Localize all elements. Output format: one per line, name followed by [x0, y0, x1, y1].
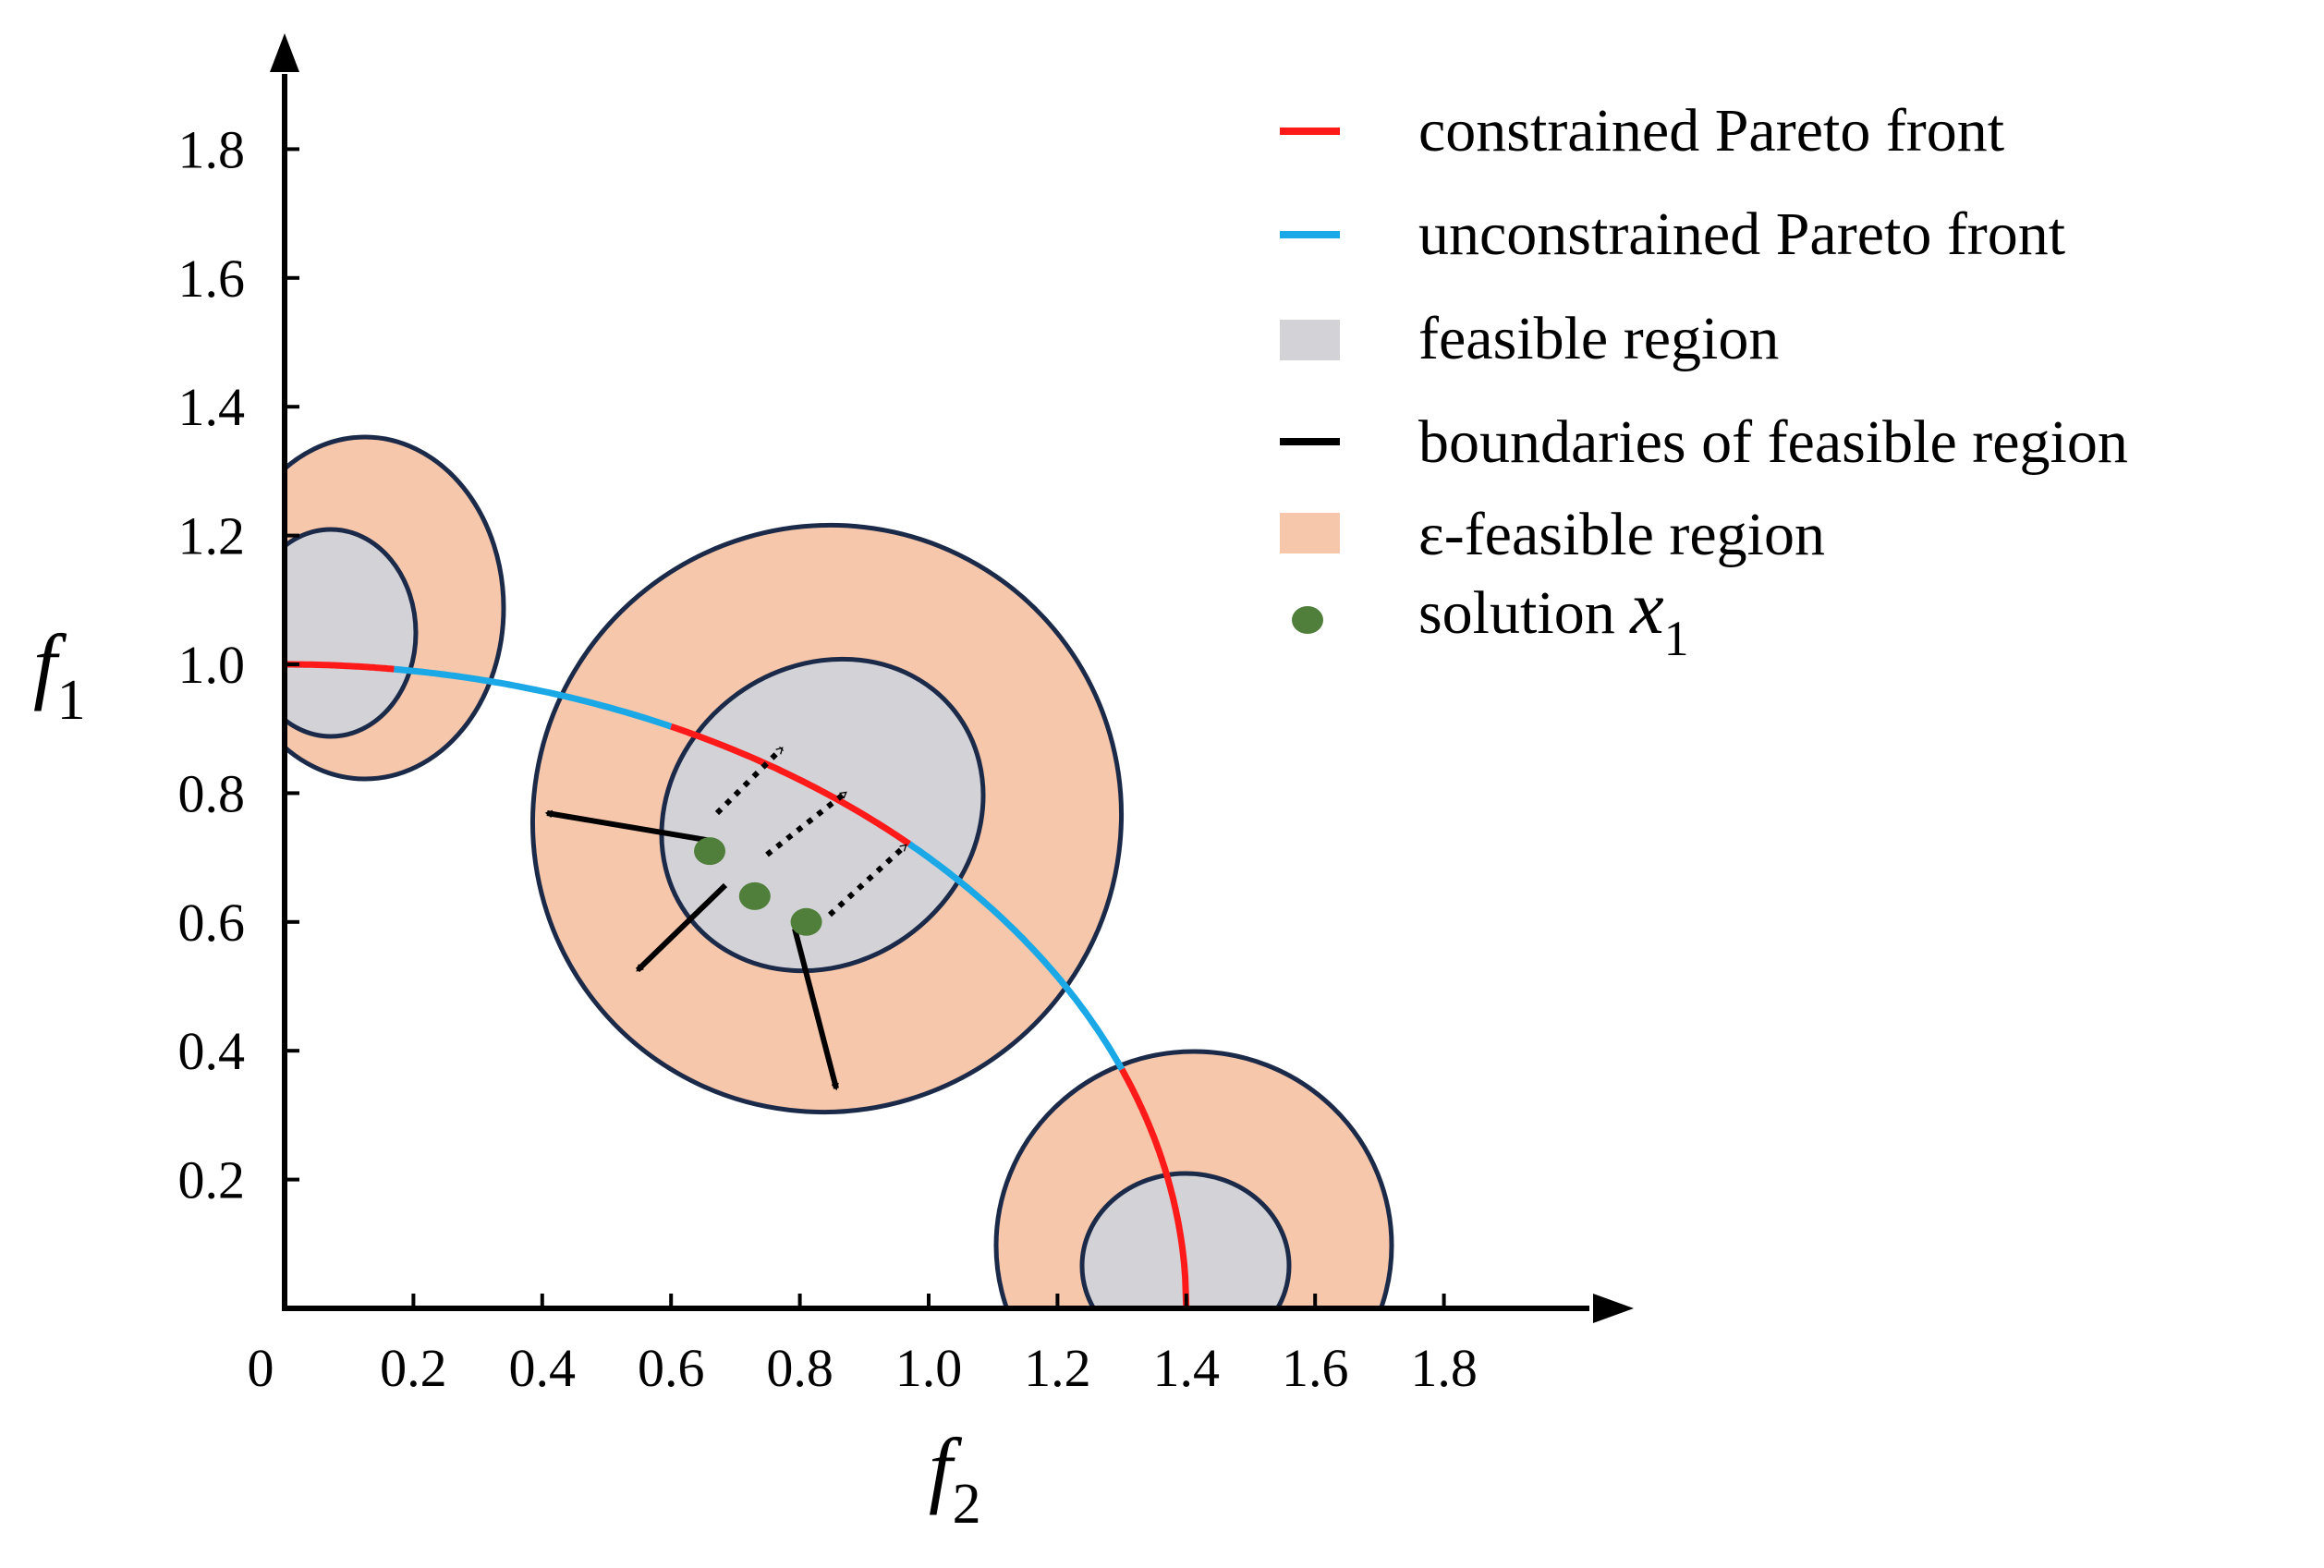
constrained-front-segment — [1119, 1067, 1190, 1309]
dotted-arrow-2 — [765, 790, 847, 857]
dotted-arrow-1 — [714, 746, 785, 816]
x-tick-label: 0 — [248, 1338, 274, 1398]
x-tick-label: 0.4 — [509, 1338, 577, 1398]
x-tick-label: 1.8 — [1410, 1338, 1478, 1398]
legend-label-epsilon: ε-feasible region — [1418, 501, 1825, 568]
y-axis-arrowhead — [270, 33, 299, 72]
legend-label-unconstrained: unconstrained Pareto front — [1418, 201, 2065, 268]
x-tick-label: 1.6 — [1282, 1338, 1349, 1398]
x-axis-title-sub: 2 — [953, 1473, 981, 1536]
y-tick-label: 1.2 — [178, 506, 246, 566]
y-tick-label: 0.6 — [178, 893, 246, 953]
solution-point — [738, 881, 771, 910]
clip-mask-left — [0, 0, 285, 1308]
x-axis-arrowhead — [1593, 1294, 1634, 1323]
legend-label-feasible: feasible region — [1418, 305, 1779, 372]
y-tick-label: 1.6 — [178, 249, 246, 309]
dotted-arrow-3 — [827, 843, 908, 918]
constrained-front-segment — [285, 661, 395, 673]
constrained-front-segment — [670, 723, 912, 847]
y-axis-title-sub: 1 — [57, 669, 86, 732]
y-tick-label: 1.0 — [178, 635, 246, 695]
legend-label-solution: solution x1 — [1418, 565, 1689, 666]
unconstrained-front-segment — [907, 841, 1125, 1072]
legend-solution-sub: 1 — [1664, 611, 1689, 666]
y-tick-label: 0.2 — [178, 1150, 246, 1210]
x-tick-label: 0.8 — [766, 1338, 833, 1398]
clip-mask-bottom — [0, 1308, 2324, 1568]
x-tick-label: 0.2 — [380, 1338, 447, 1398]
x-tick-label: 1.2 — [1024, 1338, 1091, 1398]
solid-arrow-left — [544, 809, 712, 844]
legend-solution-var: x — [1629, 565, 1663, 650]
legend-label-boundaries: boundaries of feasible region — [1418, 408, 2128, 476]
solutions — [694, 837, 822, 936]
direction-arrows — [544, 746, 908, 1091]
solid-arrow-down — [792, 928, 839, 1091]
legend-swatch-epsilon — [1280, 513, 1340, 553]
legend-label-constrained: constrained Pareto front — [1418, 97, 2004, 164]
solution-point — [790, 907, 822, 936]
pareto-front — [285, 661, 1190, 1309]
solid-arrow-down-left — [635, 882, 728, 973]
legend-swatch-feasible — [1280, 320, 1340, 360]
solution-point — [694, 837, 726, 866]
x-tick-label: 1.0 — [895, 1338, 963, 1398]
y-ticks: 0.2 0.4 0.6 0.8 1.0 1.2 1.4 1.6 1.8 — [178, 119, 299, 1210]
y-tick-label: 0.4 — [178, 1021, 246, 1081]
y-tick-label: 1.8 — [178, 119, 246, 179]
unconstrained-front-segment — [394, 665, 673, 730]
x-tick-label: 0.6 — [638, 1338, 705, 1398]
x-ticks: 0 0.2 0.4 0.6 0.8 1.0 1.2 1.4 1.6 1.8 — [248, 1294, 1478, 1398]
y-tick-label: 0.8 — [178, 763, 246, 823]
legend-swatch-solution — [1292, 606, 1323, 634]
x-tick-label: 1.4 — [1153, 1338, 1221, 1398]
legend: constrained Pareto front unconstrained P… — [1280, 97, 2128, 666]
legend-solution-prefix: solution — [1418, 579, 1630, 647]
y-tick-label: 1.4 — [178, 377, 246, 437]
